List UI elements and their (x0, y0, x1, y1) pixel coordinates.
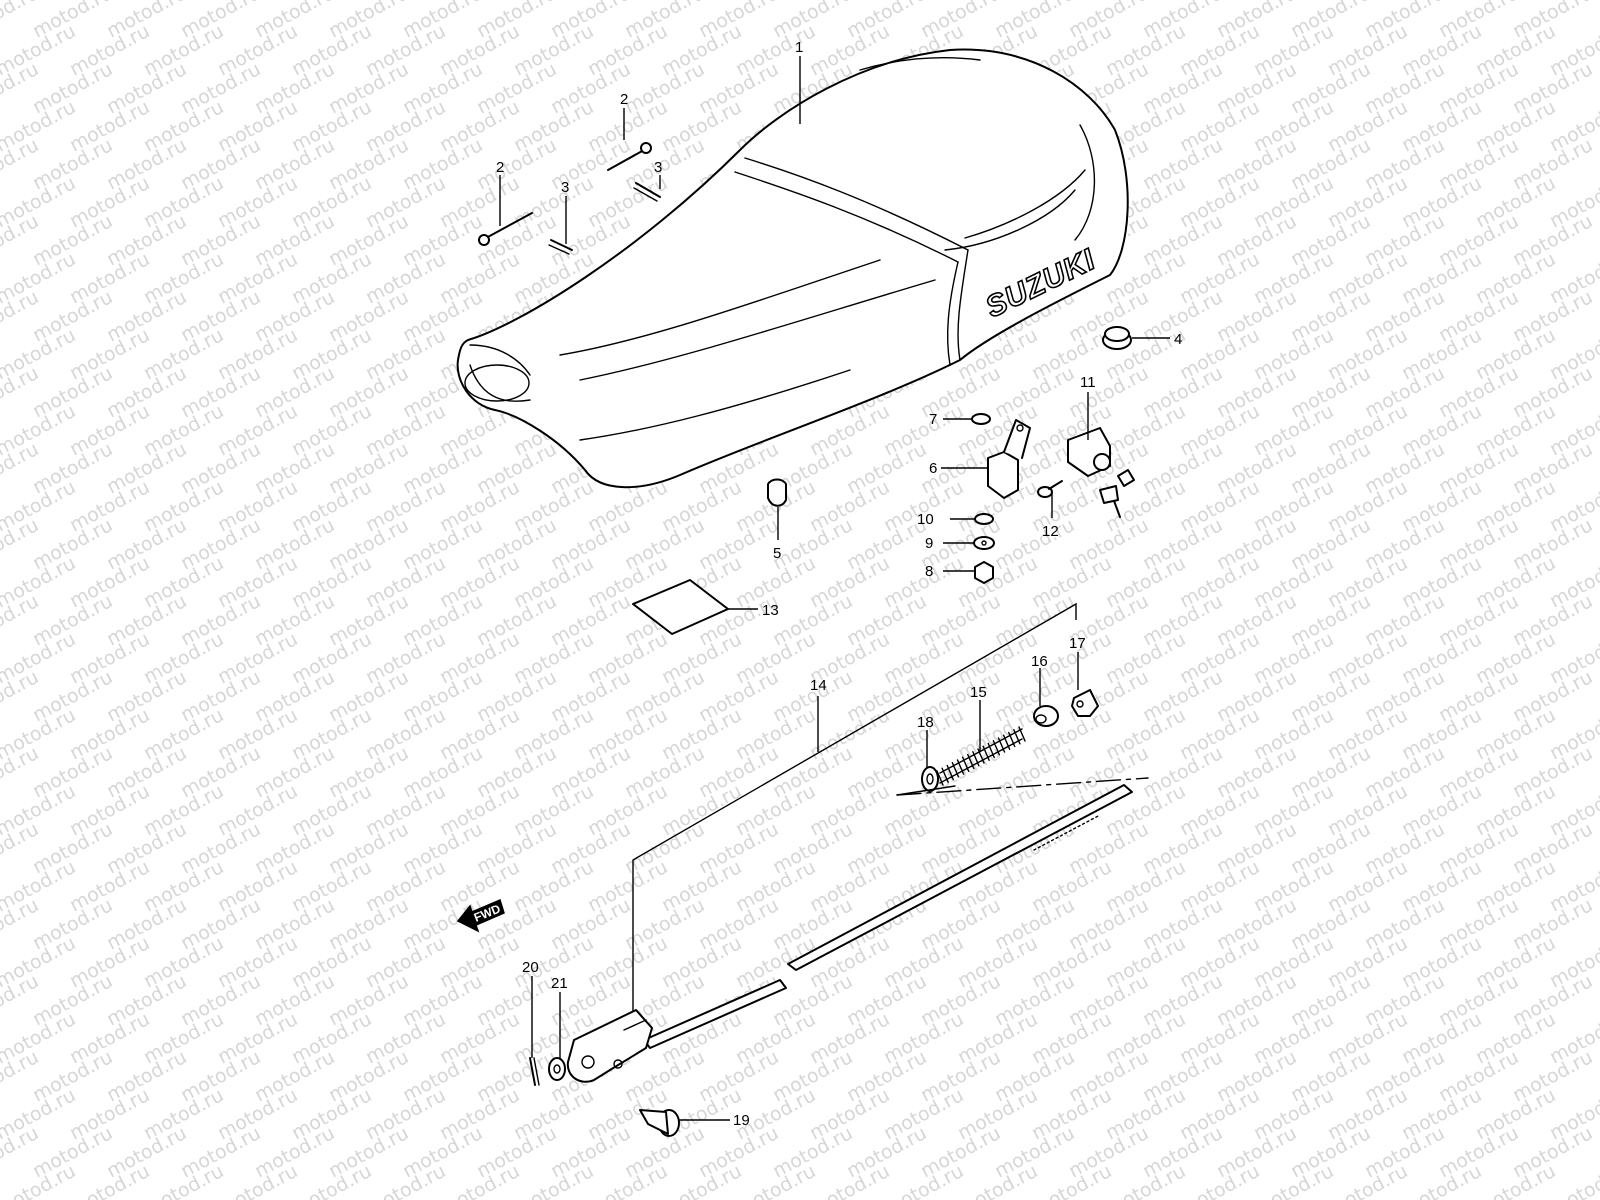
callout-17: 17 (1069, 635, 1086, 652)
cable-assembly-bracket (632, 602, 1077, 1030)
washer-10 (974, 513, 994, 525)
callout-2a: 2 (496, 159, 504, 176)
washer-9 (973, 536, 995, 550)
callout-16: 16 (1031, 653, 1048, 670)
callout-20: 20 (522, 959, 539, 976)
callout-3b: 3 (654, 159, 662, 176)
cable-end-cap (1071, 689, 1099, 717)
callout-numbers: 1 2 2 3 3 4 5 6 7 8 9 10 11 12 13 14 15 … (496, 39, 1182, 1129)
seat-lock-set (1067, 427, 1135, 518)
callout-13: 13 (762, 602, 779, 619)
callout-8: 8 (925, 563, 933, 580)
cotter-pin-right (633, 182, 661, 202)
leader-lines (499, 56, 1170, 1121)
cable-stopper (1033, 705, 1059, 727)
callout-5: 5 (773, 545, 781, 562)
lever-washer (548, 1057, 566, 1081)
callout-18: 18 (917, 714, 934, 731)
lock-lever (566, 1009, 653, 1083)
seat: SUZUKI (456, 48, 1129, 489)
callout-21: 21 (551, 975, 568, 992)
nut-8 (974, 561, 994, 584)
hinge-pin-left (478, 212, 533, 246)
rubber-grommet (1102, 326, 1132, 350)
callout-7: 7 (929, 411, 937, 428)
callout-4: 4 (1174, 331, 1182, 348)
callout-2b: 2 (620, 91, 628, 108)
lever-cotter-pin (529, 1057, 540, 1086)
callout-19: 19 (733, 1112, 750, 1129)
callout-6: 6 (929, 460, 937, 477)
seat-cushion-rubber (767, 478, 787, 507)
lock-bracket (987, 419, 1031, 499)
assembly-axis-line (896, 777, 1149, 796)
callout-12: 12 (1042, 523, 1059, 540)
return-spring (936, 726, 1026, 786)
callout-3a: 3 (561, 179, 569, 196)
callout-11: 11 (1080, 374, 1096, 391)
seat-lock-cable (643, 784, 1133, 1049)
callout-1: 1 (795, 39, 803, 56)
spring-washer (921, 766, 939, 792)
callout-14: 14 (810, 677, 827, 694)
hinge-pin-right (607, 142, 652, 171)
washer-7 (971, 413, 991, 425)
callout-10: 10 (917, 511, 934, 528)
callout-15: 15 (970, 684, 987, 701)
lever-pin (639, 1109, 680, 1137)
lock-screw (1037, 480, 1063, 498)
callout-9: 9 (925, 535, 933, 552)
cotter-pin-left (548, 239, 573, 255)
